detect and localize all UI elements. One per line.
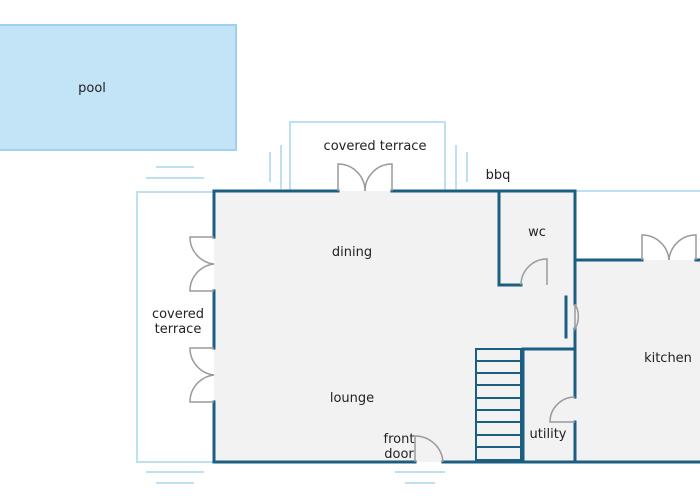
label-covered-terrace-left-line2: terrace bbox=[155, 322, 202, 337]
label-lounge: lounge bbox=[330, 391, 374, 406]
wall-wc bbox=[497, 189, 523, 287]
outdoor-outlines bbox=[136, 121, 700, 463]
doors bbox=[189, 163, 697, 463]
label-covered-terrace-top: covered terrace bbox=[324, 139, 427, 154]
front-door bbox=[414, 435, 444, 463]
label-kitchen: kitchen bbox=[644, 351, 692, 366]
label-covered-terrace-left-line1: covered bbox=[152, 307, 204, 322]
covered-terrace-top-outline bbox=[289, 121, 446, 191]
step-markers bbox=[146, 145, 468, 484]
terrace-door-left-upper bbox=[189, 236, 215, 292]
pool-area bbox=[0, 24, 237, 151]
label-dining: dining bbox=[332, 245, 372, 260]
hall-door bbox=[574, 303, 580, 332]
terrace-door-left-lower bbox=[189, 347, 215, 403]
label-wc: wc bbox=[528, 225, 546, 240]
kitchen-door bbox=[641, 234, 697, 261]
label-front-door-line2: door bbox=[384, 447, 414, 462]
room-labels: pool covered terrace bbq dining wc cover… bbox=[78, 81, 692, 462]
wall-utility bbox=[521, 347, 577, 464]
floors bbox=[214, 191, 700, 462]
covered-terrace-left-outline bbox=[136, 191, 214, 463]
kitchen-floor bbox=[575, 260, 700, 462]
label-pool: pool bbox=[78, 81, 106, 96]
label-bbq: bbq bbox=[486, 168, 511, 183]
walls bbox=[212, 189, 700, 464]
main-floor bbox=[214, 191, 575, 462]
staircase bbox=[475, 348, 522, 461]
utility-door bbox=[549, 396, 576, 423]
label-front-door-line1: front bbox=[384, 432, 415, 447]
wc-door bbox=[520, 258, 548, 286]
terrace-door-top bbox=[337, 163, 393, 192]
label-utility: utility bbox=[530, 427, 567, 442]
